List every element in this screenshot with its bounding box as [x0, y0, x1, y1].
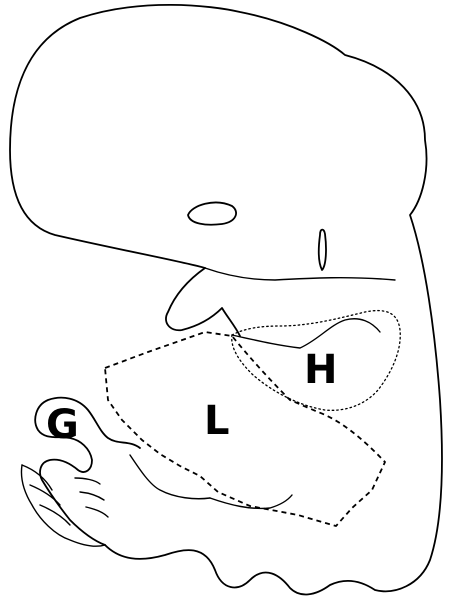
label-l: L	[204, 398, 230, 444]
label-h: H	[304, 347, 337, 393]
limb-line-1	[130, 455, 210, 499]
label-g: G	[46, 402, 79, 448]
tail-stripe-6	[86, 507, 108, 517]
face-contour	[166, 268, 240, 336]
tail-stripe-4	[75, 478, 100, 484]
body-outline	[10, 5, 442, 595]
l-region-dashed	[105, 332, 385, 526]
ear-outline	[319, 230, 326, 270]
tail-stripe-5	[80, 492, 104, 500]
branch-line	[232, 319, 380, 348]
shoulder-line	[205, 268, 395, 280]
tail-end	[21, 465, 105, 546]
eye-outline	[188, 203, 236, 225]
tail-stripe-1	[22, 465, 52, 490]
limb-line-2	[210, 495, 292, 508]
